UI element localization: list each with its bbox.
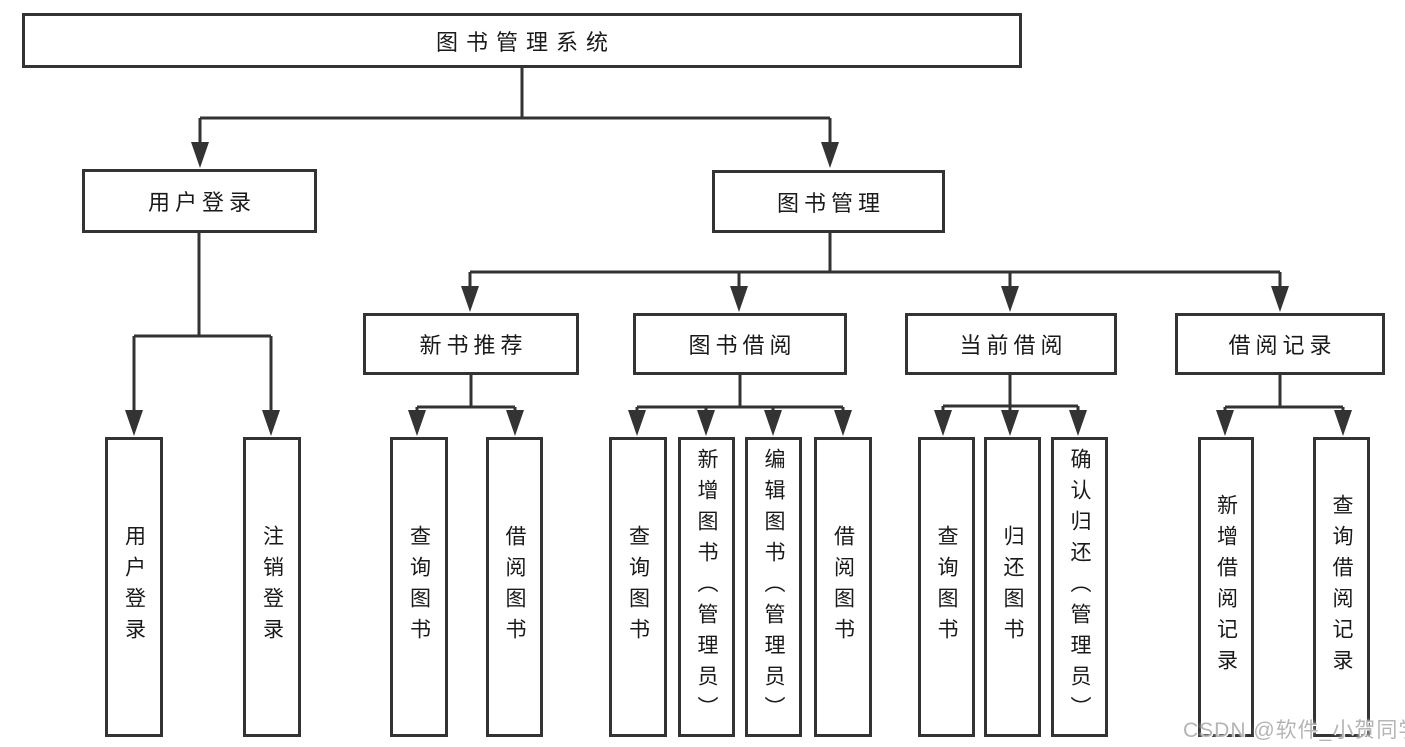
leaf-label: 查询借阅记录 (1330, 494, 1353, 680)
node-leaf-query-books-borrowing: 查询图书 (609, 437, 667, 737)
node-borrowing-records: 借阅记录 (1175, 313, 1385, 375)
connector-new-book-recommend-to-children (415, 375, 517, 414)
connector-book-borrowing-to-children (635, 375, 845, 414)
node-leaf-query-books-recommend: 查询图书 (390, 437, 448, 737)
leaf-label: 借阅图书 (503, 525, 526, 649)
node-leaf-logout: 注销登录 (243, 437, 301, 737)
node-book-management-branch: 图书管理 (712, 170, 945, 233)
node-leaf-edit-books-admin: 编辑图书（管理员） (745, 437, 802, 737)
node-leaf-add-books-admin: 新增图书（管理员） (678, 437, 735, 737)
node-user-login-branch: 用户登录 (82, 169, 317, 233)
connector-user-login-to-children (132, 233, 273, 413)
connector-root-to-level2 (198, 67, 832, 144)
leaf-label: 新增借阅记录 (1214, 494, 1238, 680)
connector-current-borrowing-to-children (941, 375, 1080, 414)
node-leaf-return-books: 归还图书 (984, 437, 1041, 737)
node-leaf-query-books-current: 查询图书 (918, 437, 975, 737)
leaf-label: 归还图书 (1001, 525, 1024, 649)
connector-borrowing-records-to-children (1223, 375, 1345, 414)
node-leaf-query-borrow-record: 查询借阅记录 (1313, 437, 1370, 737)
leaf-label: 新增图书（管理员） (695, 447, 718, 727)
node-leaf-borrow-books-recommend: 借阅图书 (486, 437, 543, 737)
node-book-borrowing: 图书借阅 (633, 313, 847, 375)
leaf-label: 编辑图书（管理员） (762, 447, 785, 727)
node-leaf-borrow-books: 借阅图书 (814, 437, 872, 737)
leaf-label: 查询图书 (935, 525, 958, 649)
node-leaf-confirm-return-admin: 确认归还（管理员） (1051, 437, 1108, 737)
leaf-label: 确认归还（管理员） (1068, 447, 1091, 727)
node-leaf-user-login: 用户登录 (105, 437, 163, 737)
arrowheads (125, 142, 1352, 436)
leaf-label: 查询图书 (626, 525, 650, 649)
node-current-borrowing: 当前借阅 (905, 313, 1117, 375)
node-new-book-recommend: 新书推荐 (363, 313, 579, 375)
leaf-label: 用户登录 (122, 525, 146, 649)
connector-book-management-to-level3 (468, 233, 1282, 289)
leaf-label: 查询图书 (407, 525, 431, 649)
leaf-label: 借阅图书 (831, 525, 855, 649)
node-library-management-system: 图书管理系统 (22, 13, 1022, 68)
csdn-watermark: CSDN @软件_小贺同学 (1183, 719, 1405, 742)
leaf-label: 注销登录 (260, 525, 284, 649)
node-leaf-add-borrow-record: 新增借阅记录 (1198, 437, 1254, 737)
